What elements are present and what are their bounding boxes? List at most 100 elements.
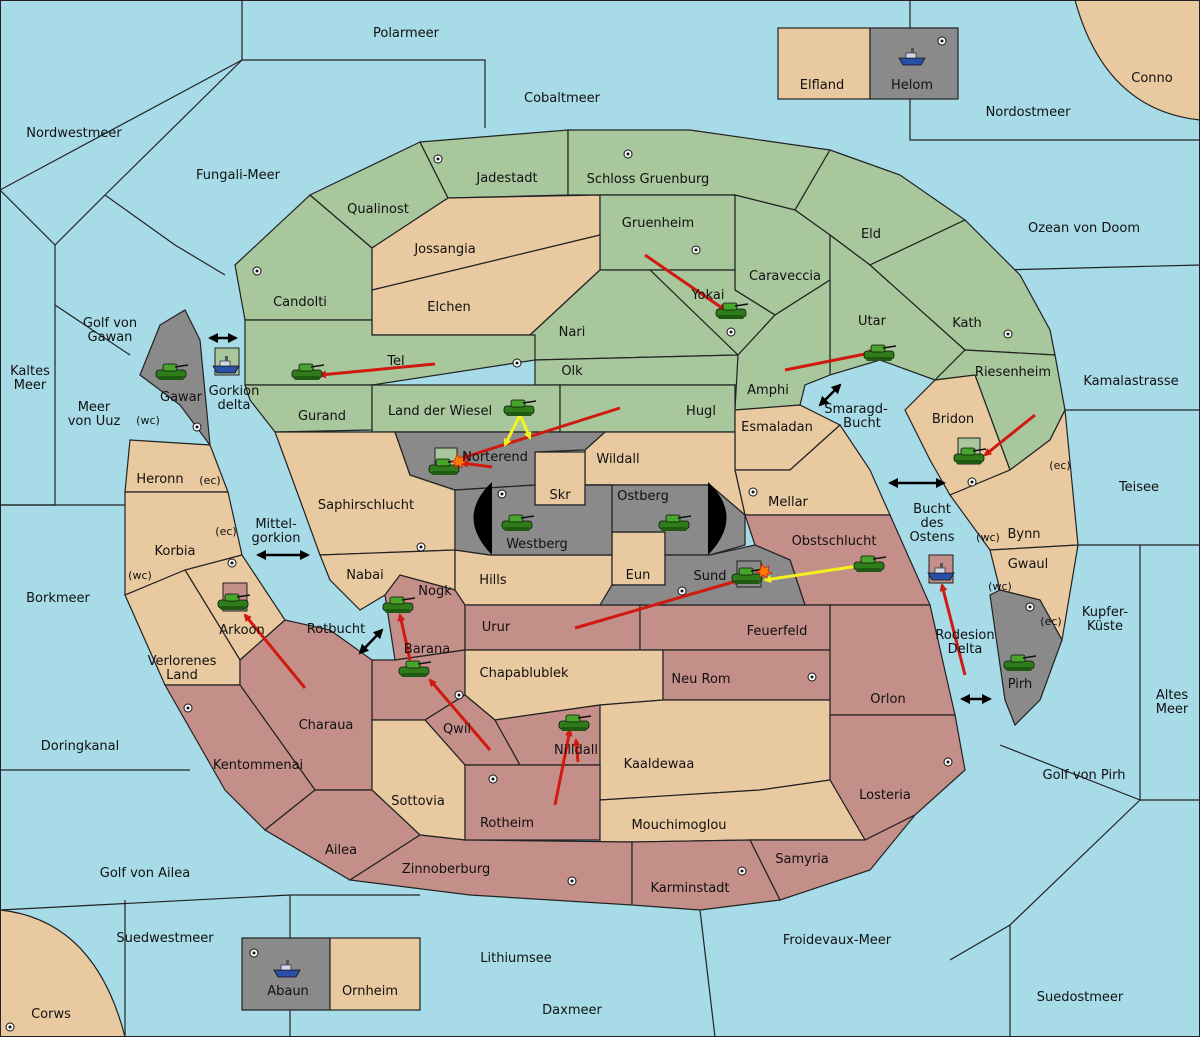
label-obstschlucht: Obstschlucht bbox=[792, 534, 877, 549]
region-conno[interactable] bbox=[1074, 0, 1200, 121]
label-feuerfeld: Feuerfeld bbox=[747, 624, 808, 639]
supply-center-dot-icon bbox=[227, 558, 237, 568]
label-kaltes-1: Kaltes bbox=[10, 364, 50, 379]
coast-tag-wc: (wc) bbox=[136, 414, 160, 427]
label-orlon: Orlon bbox=[870, 692, 905, 707]
label-bucht-2: des bbox=[920, 516, 943, 531]
label-polarmeer: Polarmeer bbox=[373, 26, 440, 41]
label-nilldall: Nilldall bbox=[554, 743, 598, 758]
label-suedostmeer: Suedostmeer bbox=[1037, 990, 1124, 1005]
label-sottovia: Sottovia bbox=[391, 794, 445, 809]
label-rodesion-2: Delta bbox=[948, 642, 983, 657]
label-uuz-2: von Uuz bbox=[68, 414, 121, 429]
label-suedwestmeer: Suedwestmeer bbox=[116, 931, 214, 946]
label-kamalastrasse: Kamalastrasse bbox=[1083, 374, 1178, 389]
support-orders bbox=[503, 414, 859, 584]
supply-center-dot-icon bbox=[416, 542, 426, 552]
support-arrow bbox=[763, 564, 859, 584]
supply-center-dot-icon bbox=[1025, 602, 1035, 612]
supply-center-dot-icon bbox=[497, 489, 507, 499]
label-kath: Kath bbox=[952, 316, 982, 331]
label-mellar: Mellar bbox=[768, 495, 808, 510]
label-verlorenes-1: Verlorenes bbox=[148, 654, 217, 669]
label-jossangia: Jossangia bbox=[413, 242, 475, 257]
sea-labels: Polarmeer Cobaltmeer Nordostmeer Nordwes… bbox=[10, 26, 1189, 1018]
label-nari: Nari bbox=[559, 325, 586, 340]
label-skr: Skr bbox=[549, 488, 571, 503]
label-gorkion-1: Gorkion bbox=[209, 384, 260, 399]
supply-center-dot-icon bbox=[183, 703, 193, 713]
label-eld: Eld bbox=[861, 227, 881, 242]
label-olk: Olk bbox=[561, 364, 583, 379]
supply-center-dot-icon bbox=[937, 36, 947, 46]
label-borkmeer: Borkmeer bbox=[26, 591, 90, 606]
region-ailea[interactable] bbox=[263, 789, 421, 881]
support-arrow bbox=[503, 414, 522, 447]
move-arrow bbox=[574, 577, 742, 630]
supply-center-dot-icon bbox=[5, 1022, 15, 1032]
label-smaragd-1: Smaragd- bbox=[824, 402, 888, 417]
label-esmaladan: Esmaladan bbox=[741, 420, 813, 435]
label-altes-2: Meer bbox=[1156, 702, 1189, 717]
label-eun: Eun bbox=[626, 568, 651, 583]
explosion-icon bbox=[755, 563, 773, 579]
convoy-links bbox=[208, 333, 992, 704]
label-bucht-1: Bucht bbox=[913, 502, 951, 517]
label-bridon: Bridon bbox=[932, 412, 974, 427]
label-ornheim: Ornheim bbox=[342, 984, 398, 999]
double-arrow-icon bbox=[818, 383, 842, 407]
label-samyria: Samyria bbox=[775, 852, 829, 867]
supply-center-dot-icon bbox=[677, 586, 687, 596]
label-bucht-3: Ostens bbox=[909, 530, 954, 545]
label-gawar: Gawar bbox=[160, 390, 203, 405]
label-amphi: Amphi bbox=[747, 383, 789, 398]
supply-center-dot-icon bbox=[488, 774, 498, 784]
move-arrow bbox=[460, 406, 621, 461]
move-arrow bbox=[397, 613, 412, 661]
label-kupfer-2: Küste bbox=[1087, 619, 1123, 634]
label-riesenheim: Riesenheim bbox=[975, 365, 1051, 380]
region-karminstadt[interactable] bbox=[631, 839, 781, 911]
region-elfland[interactable] bbox=[777, 27, 871, 100]
supply-center-dot-icon bbox=[748, 487, 758, 497]
move-arrow bbox=[572, 738, 581, 763]
region-sund[interactable] bbox=[598, 544, 806, 606]
move-arrow bbox=[460, 459, 493, 469]
label-saphir: Saphirschlucht bbox=[318, 498, 414, 513]
label-teisee: Teisee bbox=[1118, 480, 1159, 495]
label-smaragd-2: Bucht bbox=[843, 416, 881, 431]
label-nabai: Nabai bbox=[346, 568, 384, 583]
label-mittelgorkion-1: Mittel- bbox=[255, 517, 297, 532]
label-kentommenai: Kentommenai bbox=[213, 758, 303, 773]
label-uuz-1: Meer bbox=[78, 400, 111, 415]
label-caraveccia: Caraveccia bbox=[749, 269, 821, 284]
label-kaltes-2: Meer bbox=[14, 378, 47, 393]
supply-center-dot-icon bbox=[943, 757, 953, 767]
region-gruenheim[interactable] bbox=[599, 194, 736, 271]
label-abaun: Abaun bbox=[267, 984, 309, 999]
move-arrow bbox=[939, 583, 967, 676]
label-losteria: Losteria bbox=[859, 788, 911, 803]
label-barana: Barana bbox=[404, 642, 450, 657]
region-ornheim[interactable] bbox=[329, 937, 421, 1011]
label-wildall: Wildall bbox=[596, 452, 639, 467]
tunnel-east bbox=[708, 482, 727, 555]
label-arkoon: Arkoon bbox=[219, 623, 264, 638]
supply-center-dot-icon bbox=[737, 866, 747, 876]
label-gurand: Gurand bbox=[298, 409, 346, 424]
label-gorkion-2: delta bbox=[218, 398, 251, 413]
move-arrow bbox=[553, 728, 573, 806]
region-gurand[interactable] bbox=[244, 384, 373, 433]
double-arrow-icon bbox=[358, 628, 384, 655]
supply-center-dot-icon bbox=[807, 672, 817, 682]
region-corws[interactable] bbox=[0, 909, 126, 1037]
label-sund: Sund bbox=[694, 569, 727, 584]
label-rodesion-1: Rodesion bbox=[935, 628, 994, 643]
region-norterend[interactable] bbox=[394, 431, 607, 491]
coast-tag-wc: (wc) bbox=[128, 569, 152, 582]
label-daxmeer: Daxmeer bbox=[542, 1003, 602, 1018]
label-conno: Conno bbox=[1131, 71, 1173, 86]
label-doringkanal: Doringkanal bbox=[41, 739, 120, 754]
label-kupfer-1: Kupfer- bbox=[1082, 605, 1128, 620]
move-arrow bbox=[983, 413, 1036, 457]
